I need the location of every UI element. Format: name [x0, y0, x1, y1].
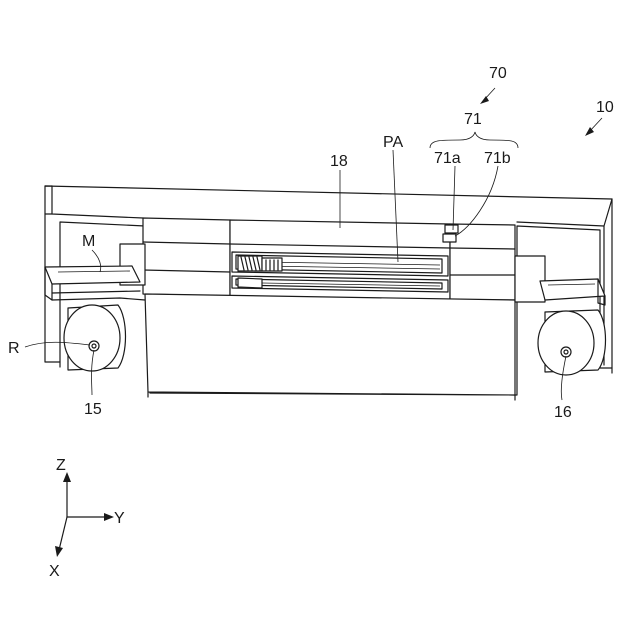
axis-label-y: Y [114, 510, 125, 527]
label-71: 71 [464, 111, 482, 128]
take-up-unit [515, 256, 606, 375]
label-r: R [8, 340, 20, 357]
label-15: 15 [84, 401, 102, 418]
label-16: 16 [554, 404, 572, 421]
sensor-71 [443, 225, 458, 242]
label-m: M [82, 233, 95, 250]
coordinate-axes [55, 472, 114, 557]
axis-label-z: Z [56, 457, 66, 474]
axis-label-x: X [49, 563, 60, 580]
label-71b: 71b [484, 150, 511, 167]
label-70: 70 [489, 65, 507, 82]
reference-arrows [480, 88, 602, 136]
label-10: 10 [596, 99, 614, 116]
label-71a: 71a [434, 150, 461, 167]
head-slot [232, 252, 448, 292]
label-18: 18 [330, 153, 348, 170]
label-pa: PA [383, 134, 403, 151]
